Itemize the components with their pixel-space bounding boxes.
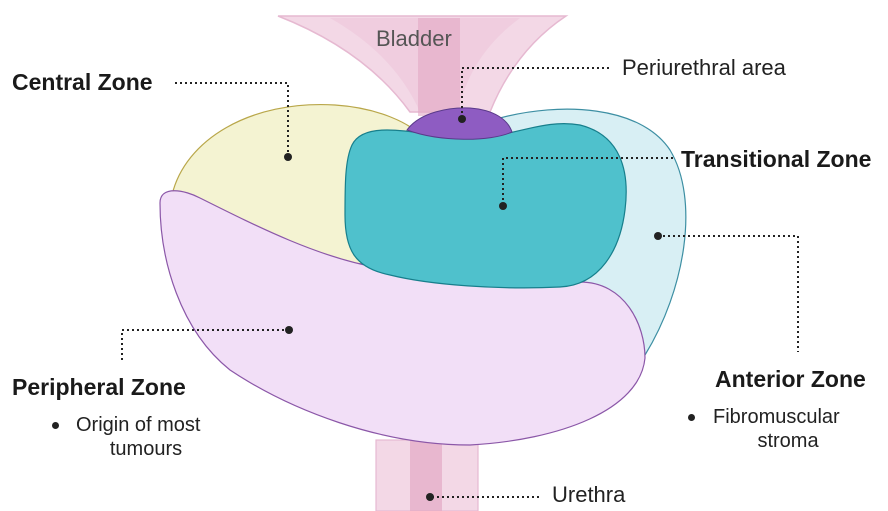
anterior-note-line1: Fibromuscular (713, 405, 873, 429)
transitional-zone-shape (345, 124, 626, 288)
dot-transitional (499, 202, 507, 210)
peripheral-note-line1: Origin of most (76, 413, 256, 437)
bullet-dot (688, 414, 695, 421)
dot-anterior (654, 232, 662, 240)
central-zone-label: Central Zone (12, 69, 153, 96)
anterior-zone-label: Anterior Zone (715, 366, 866, 393)
bladder-label: Bladder (376, 26, 452, 52)
anterior-note-line2: stroma (713, 429, 863, 453)
dot-periurethral (458, 115, 466, 123)
dot-central (284, 153, 292, 161)
urethra-label: Urethra (552, 482, 625, 508)
dot-urethra (426, 493, 434, 501)
bullet-dot (52, 422, 59, 429)
transitional-zone-label: Transitional Zone (681, 146, 871, 173)
peripheral-note-line2: tumours (76, 437, 216, 461)
urethra-channel (410, 440, 442, 511)
periurethral-area-label: Periurethral area (622, 55, 786, 81)
dot-peripheral (285, 326, 293, 334)
peripheral-zone-label: Peripheral Zone (12, 374, 186, 401)
